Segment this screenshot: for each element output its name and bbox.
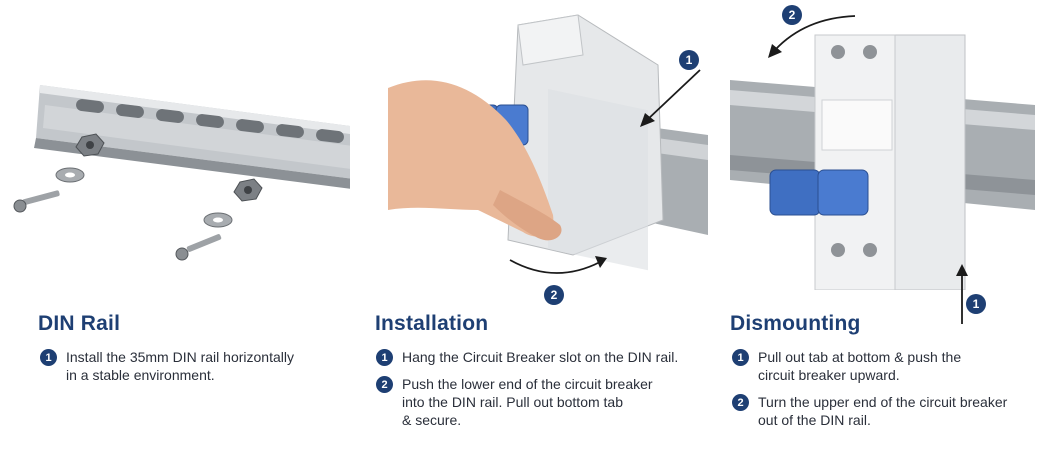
pull-up-arrow-icon xyxy=(956,264,968,324)
step-text: Turn the upper end of the circuit breake… xyxy=(758,394,1008,428)
dismounting-steps: 1 Pull out tab at bottom & push the circ… xyxy=(732,348,1007,438)
installation-steps: 1 Hang the Circuit Breaker slot on the D… xyxy=(376,348,678,438)
din-rail-panel: DIN Rail 1 Install the 35mm DIN rail hor… xyxy=(0,0,350,450)
dismounting-step-2: 2 Turn the upper end of the circuit brea… xyxy=(732,393,1007,429)
installation-step-1: 1 Hang the Circuit Breaker slot on the D… xyxy=(376,348,678,366)
callout-step-1: 1 xyxy=(679,50,699,70)
dismounting-step-1: 1 Pull out tab at bottom & push the circ… xyxy=(732,348,1007,384)
step-number-badge: 1 xyxy=(40,349,57,366)
push-arrow-icon xyxy=(640,69,701,127)
dismounting-heading: Dismounting xyxy=(730,312,861,335)
rotate-arrow-icon xyxy=(509,256,607,274)
din-rail-heading: DIN Rail xyxy=(38,312,121,335)
callout-step-2: 2 xyxy=(544,285,564,305)
callout-step-2: 2 xyxy=(782,5,802,25)
step-number-badge: 1 xyxy=(376,349,393,366)
din-rail-photo xyxy=(13,85,350,261)
step-number-badge: 2 xyxy=(732,394,749,411)
rotate-out-arrow-icon xyxy=(768,15,856,58)
step-number-badge: 1 xyxy=(732,349,749,366)
dismounting-panel: 2 1 Dismounting 1 Pull out tab at bottom… xyxy=(720,0,1050,450)
step-text: Install the 35mm DIN rail horizontally i… xyxy=(66,349,294,383)
installation-step-2: 2 Push the lower end of the circuit brea… xyxy=(376,375,678,429)
installation-heading: Installation xyxy=(375,312,489,335)
din-rail-step-1: 1 Install the 35mm DIN rail horizontally… xyxy=(40,348,294,384)
din-rail-steps: 1 Install the 35mm DIN rail horizontally… xyxy=(40,348,294,393)
step-text: Hang the Circuit Breaker slot on the DIN… xyxy=(402,349,679,365)
installation-photo xyxy=(388,14,708,271)
installation-panel: 1 2 Installation 1 Hang the Circuit Brea… xyxy=(360,0,720,450)
callout-step-1: 1 xyxy=(966,294,986,314)
step-number-badge: 2 xyxy=(376,376,393,393)
step-text: Push the lower end of the circuit breake… xyxy=(402,376,653,428)
step-text: Pull out tab at bottom & push the circui… xyxy=(758,349,962,383)
dismounting-photo xyxy=(730,34,1035,290)
